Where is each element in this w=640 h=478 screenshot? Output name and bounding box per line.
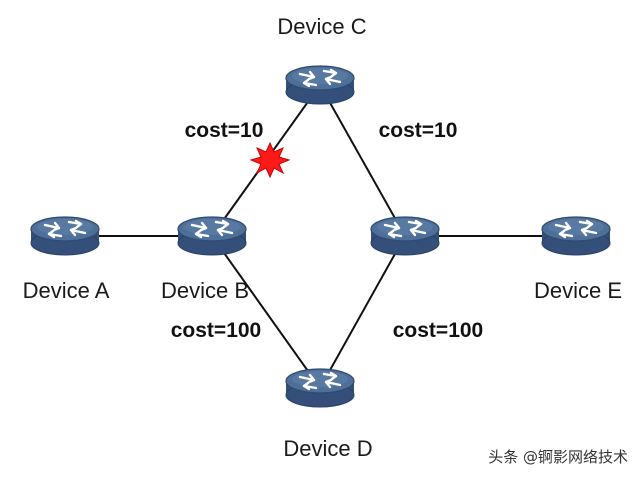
label-device-a: Device A xyxy=(23,278,110,303)
cost-label-b-c: cost=10 xyxy=(185,119,264,142)
label-device-c: Device C xyxy=(277,14,366,39)
failure-burst-icon xyxy=(249,141,291,179)
link-c-unlabeled xyxy=(319,84,406,237)
router-device-b xyxy=(176,215,248,257)
router-device-unlabeled xyxy=(369,215,441,257)
links xyxy=(65,84,576,389)
link-unlabeled-d xyxy=(319,235,406,389)
cost-label-c-unlabeled: cost=10 xyxy=(379,119,458,142)
cost-label-b-d: cost=100 xyxy=(171,319,261,342)
label-device-e: Device E xyxy=(534,278,622,303)
label-device-b: Device B xyxy=(161,278,249,303)
label-device-d: Device D xyxy=(283,436,372,461)
watermark: 头条 @锕影网络技术 xyxy=(488,448,628,466)
cost-label-unlabeled-d: cost=100 xyxy=(393,319,483,342)
router-device-c xyxy=(284,64,356,106)
router-device-d xyxy=(284,367,356,409)
router-device-e xyxy=(540,215,612,257)
link-b-d xyxy=(211,235,321,389)
router-device-a xyxy=(29,215,101,257)
